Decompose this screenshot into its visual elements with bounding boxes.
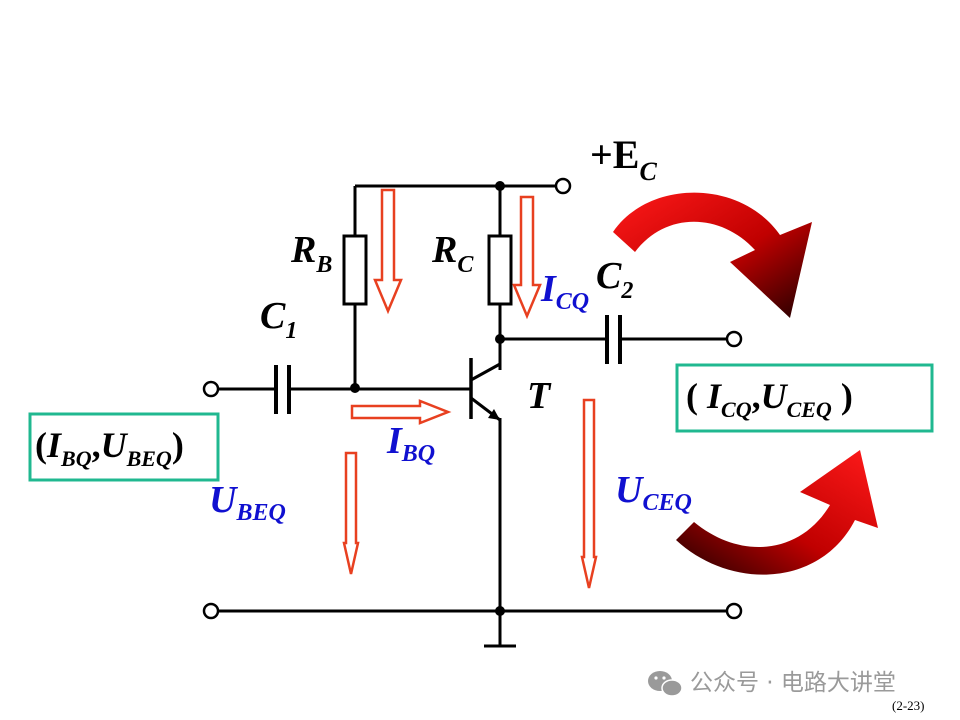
capacitor-c1 — [274, 365, 291, 414]
voltage-arrow-ubeq — [342, 451, 360, 575]
current-arrow-rc — [512, 195, 542, 320]
transistor-label: T — [527, 375, 552, 417]
icq-label: ICQ — [540, 268, 589, 315]
curved-arrow-top — [613, 192, 812, 318]
transistor-symbol — [469, 358, 501, 422]
current-arrow-ibq — [350, 399, 452, 425]
watermark-text: 公众号 · 电路大讲堂 — [690, 670, 896, 696]
curved-arrow-bottom — [676, 450, 878, 575]
input-quantities-text: (IBQ,UBEQ) — [35, 425, 184, 471]
capacitor-c2 — [605, 315, 622, 364]
voltage-arrow-uceq — [580, 398, 598, 589]
page-number: (2-23) — [892, 698, 925, 713]
uceq-label: UCEQ — [615, 469, 692, 516]
junction-dots — [350, 181, 505, 616]
rc-label: RC — [431, 229, 474, 278]
wechat-icon — [648, 671, 683, 697]
resistor-rb — [342, 234, 368, 306]
ibq-label: IBQ — [386, 420, 435, 467]
input-quantities-box — [28, 412, 220, 482]
ubeq-label: UBEQ — [209, 479, 286, 526]
c2-label: C2 — [596, 255, 633, 304]
terminals — [202, 177, 743, 620]
supply-label: +EC — [590, 132, 657, 186]
c1-label: C1 — [260, 295, 297, 344]
output-quantities-box — [675, 363, 934, 433]
resistor-rc — [487, 234, 513, 306]
rb-label: RB — [290, 229, 332, 278]
output-quantities-text: ( ICQ,UCEQ ) — [686, 376, 853, 422]
current-arrow-rb — [373, 188, 403, 315]
